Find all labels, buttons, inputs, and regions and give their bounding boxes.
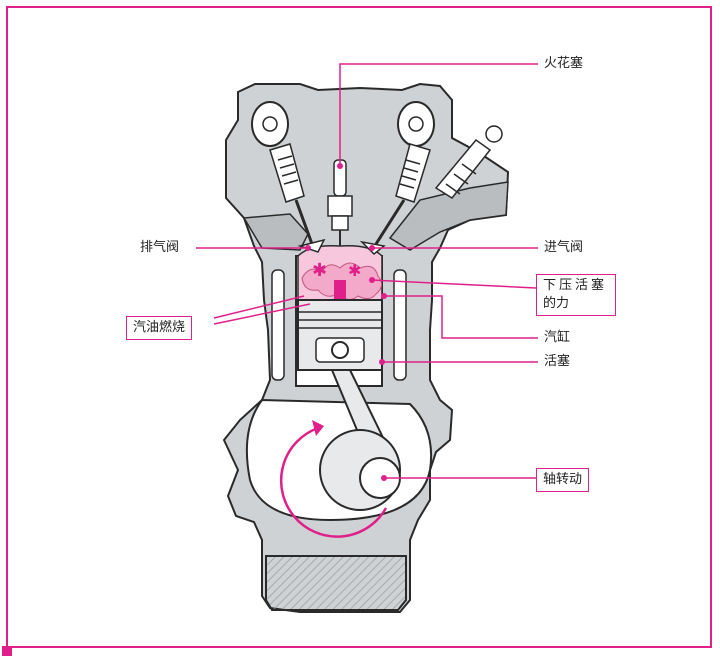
figure-frame — [6, 6, 712, 648]
dot-spark-plug — [337, 163, 343, 169]
spark-star-left: ✱ — [312, 260, 327, 281]
label-force-line1: 下压活塞 — [543, 278, 608, 293]
spark-plug — [327, 159, 353, 246]
rotation-arrow — [279, 426, 388, 538]
dot-piston — [379, 359, 385, 365]
label-shaft-rotation: 轴转动 — [543, 472, 583, 487]
leader-spark-plug — [339, 63, 538, 166]
camshaft-intake-hub — [408, 116, 424, 132]
dot-intake-valve — [369, 245, 375, 251]
dot-force — [369, 277, 375, 283]
label-spark-plug: 火花塞 — [544, 56, 584, 71]
oil-sump — [265, 555, 407, 611]
dot-cylinder — [381, 293, 387, 299]
rotation-arrowhead — [312, 420, 324, 436]
label-shaft-box: 轴转动 — [536, 468, 590, 492]
leader-force — [371, 279, 537, 289]
spark-star-right: ✱ — [348, 261, 361, 280]
exhaust-valve — [269, 143, 326, 253]
exhaust-port — [242, 213, 309, 251]
label-exhaust-valve: 排气阀 — [140, 240, 180, 255]
label-combustion-box: 汽油燃烧 — [126, 316, 193, 340]
fuel-injector — [434, 125, 503, 199]
leader-cylinder — [384, 295, 538, 339]
camshaft-exhaust-hub — [262, 116, 278, 132]
dot-exhaust-valve — [305, 245, 311, 251]
intake-port — [388, 181, 509, 251]
wrist-pin — [331, 341, 349, 359]
label-force-line2: 的力 — [543, 296, 570, 311]
dot-shaft — [381, 475, 387, 481]
label-combustion: 汽油燃烧 — [133, 320, 186, 335]
label-intake-valve: 进气阀 — [544, 240, 584, 255]
label-cylinder: 汽缸 — [544, 330, 571, 345]
leader-combustion-b — [213, 303, 311, 325]
label-force-box: 下压活塞 的力 — [536, 274, 616, 316]
label-piston: 活塞 — [544, 354, 571, 369]
leader-combustion-a — [213, 295, 305, 319]
water-jacket-right — [393, 269, 407, 381]
corner-marker — [2, 646, 12, 656]
water-jacket-left — [271, 269, 285, 381]
